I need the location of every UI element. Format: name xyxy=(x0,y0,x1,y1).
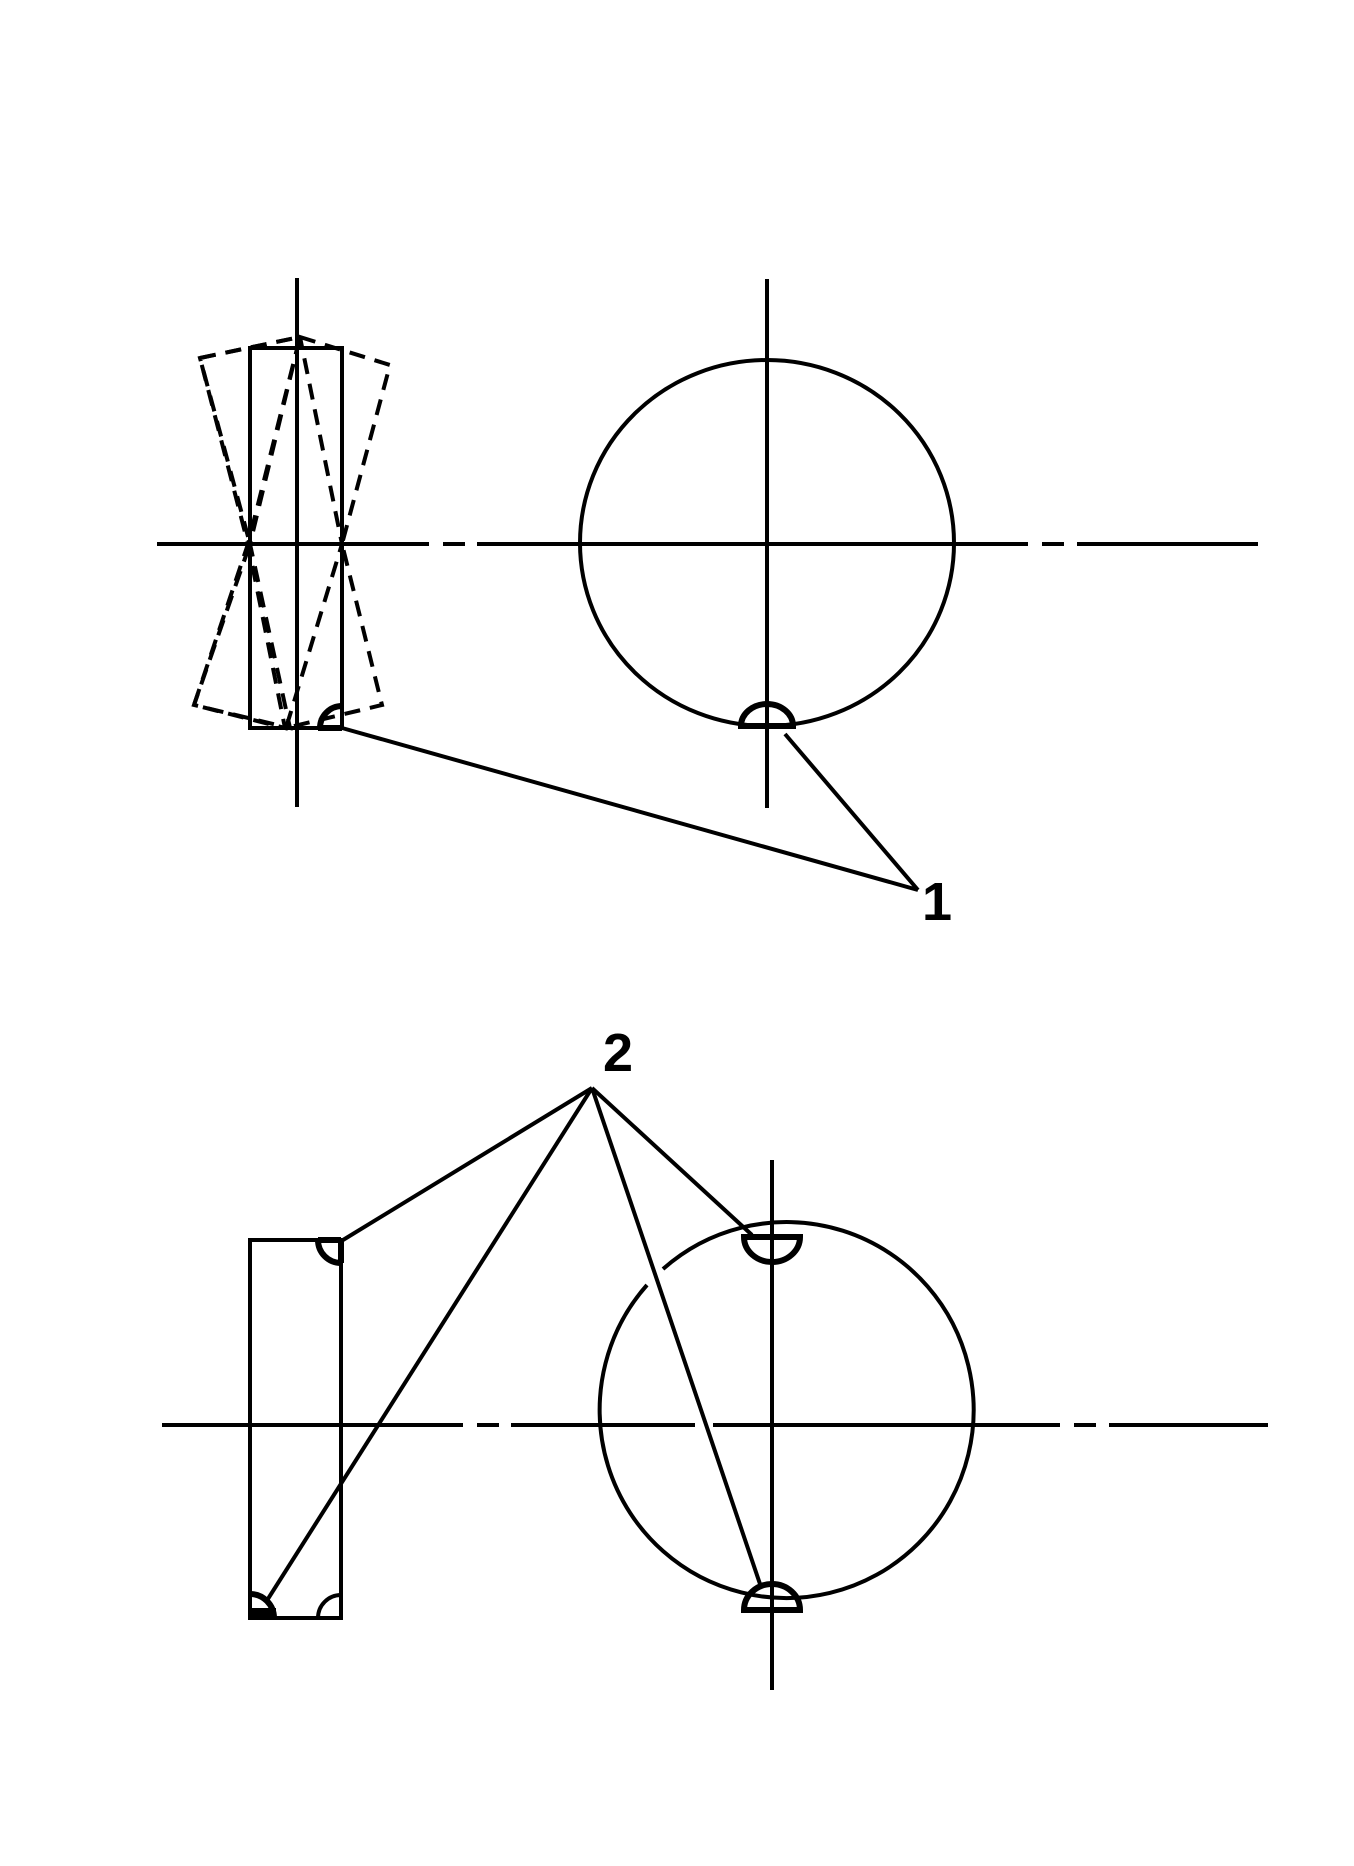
callout-2-label: 2 xyxy=(603,1023,633,1083)
leader-2a xyxy=(341,1086,594,1242)
tilted-position-right-outline xyxy=(283,334,393,731)
leader-2d xyxy=(590,1086,754,1237)
marker-1-side-icon xyxy=(317,703,343,729)
marker-1-circle-icon xyxy=(737,701,797,729)
bottom-side-profile-rect xyxy=(248,1238,343,1620)
top-view: 1 xyxy=(157,278,1258,932)
leader-1a xyxy=(341,726,919,892)
marker-2-circle-top-icon xyxy=(740,1234,804,1265)
leader-2c xyxy=(590,1087,762,1585)
leader-1b xyxy=(783,732,920,892)
bottom-front-circle xyxy=(597,1220,976,1601)
top-side-profile-rect xyxy=(248,346,344,730)
bottom-view: 2 xyxy=(162,1023,1268,1690)
callout-1-label: 1 xyxy=(922,872,952,932)
leader-2b xyxy=(264,1086,594,1604)
marker-2-top-right-icon xyxy=(315,1239,342,1266)
marker-2-circle-bottom-icon xyxy=(740,1581,804,1613)
marker-bottom-right-icon xyxy=(316,1593,342,1619)
